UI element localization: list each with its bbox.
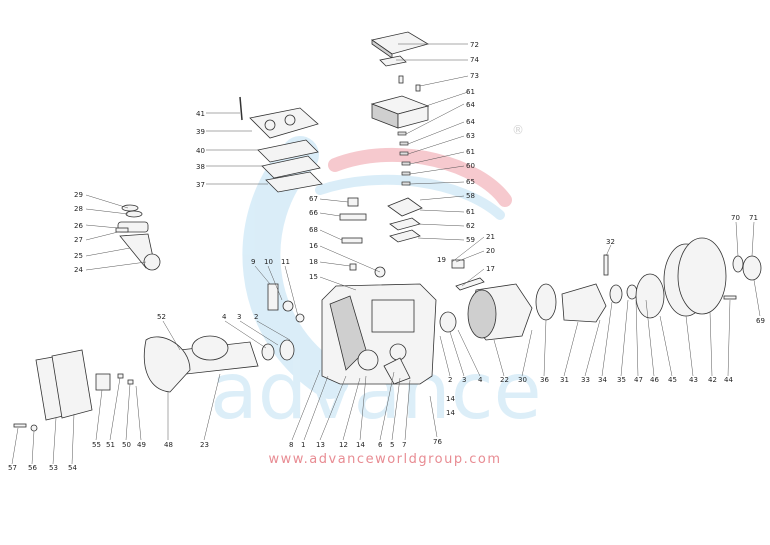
callout-43: 43 <box>689 376 698 384</box>
callout-5: 5 <box>390 441 394 449</box>
callout-33: 33 <box>581 376 590 384</box>
callout-36: 36 <box>540 376 549 384</box>
motor-parts <box>439 237 737 341</box>
callout-54: 54 <box>68 464 77 472</box>
callout-66: 66 <box>309 209 318 217</box>
callout-7: 7 <box>402 441 406 449</box>
callout-76: 76 <box>433 438 442 446</box>
callout-11: 11 <box>281 258 290 266</box>
callout-67: 67 <box>309 195 318 203</box>
callout-3: 3 <box>237 313 241 321</box>
callout-44: 44 <box>724 376 733 384</box>
callout-17: 17 <box>486 265 495 273</box>
callout-8: 8 <box>289 441 293 449</box>
callout-69: 69 <box>756 317 765 325</box>
callout-52: 52 <box>157 313 166 321</box>
callout-38: 38 <box>196 163 205 171</box>
callout-53: 53 <box>49 464 58 472</box>
callout-35: 35 <box>617 376 626 384</box>
callout-71: 71 <box>749 214 758 222</box>
callout-22: 22 <box>500 376 509 384</box>
callout-46: 46 <box>650 376 659 384</box>
callout-21: 21 <box>486 233 495 241</box>
piston-rod-parts <box>115 204 161 271</box>
callout-15: 15 <box>309 273 318 281</box>
callout-25: 25 <box>74 252 83 260</box>
callout-37: 37 <box>196 181 205 189</box>
callout-45: 45 <box>668 376 677 384</box>
callout-1: 1 <box>301 441 305 449</box>
small-fittings <box>267 197 762 323</box>
callout-72: 72 <box>470 41 479 49</box>
callout-14: 14 <box>356 441 365 449</box>
callout-28: 28 <box>74 205 83 213</box>
callout-40: 40 <box>196 147 205 155</box>
callout-14b: 14 <box>446 395 455 403</box>
callout-16: 16 <box>309 242 318 250</box>
callout-64b: 64 <box>466 118 475 126</box>
callout-4: 4 <box>222 313 227 321</box>
advance-logo-watermark: advance ® <box>210 123 542 437</box>
callout-74: 74 <box>470 56 479 64</box>
callout-61: 61 <box>466 88 475 96</box>
callout-12: 12 <box>339 441 348 449</box>
callout-47: 47 <box>634 376 643 384</box>
registered-mark: ® <box>512 123 524 137</box>
callout-26: 26 <box>74 222 83 230</box>
callout-60: 60 <box>466 162 475 170</box>
callout-65: 65 <box>466 178 475 186</box>
callout-2: 2 <box>254 313 258 321</box>
terminal-box-parts <box>370 31 430 243</box>
callout-23: 23 <box>200 441 209 449</box>
callout-30: 30 <box>518 376 527 384</box>
crankshaft-parts <box>13 335 295 432</box>
callout-61b: 61 <box>466 148 475 156</box>
callout-39: 39 <box>196 128 205 136</box>
callout-19: 19 <box>437 256 446 264</box>
callout-56: 56 <box>28 464 37 472</box>
callout-6: 6 <box>378 441 383 449</box>
callout-73: 73 <box>470 72 479 80</box>
callout-18: 18 <box>309 258 318 266</box>
callout-2b: 2 <box>448 376 452 384</box>
callout-27: 27 <box>74 236 83 244</box>
callout-48: 48 <box>164 441 173 449</box>
callout-49: 49 <box>137 441 146 449</box>
callout-14c: 14 <box>446 409 455 417</box>
callout-labels: 72 74 73 61 64 64 63 61 60 65 58 61 62 5… <box>8 41 765 472</box>
callout-9: 9 <box>251 258 255 266</box>
leader-lines <box>11 43 761 465</box>
callout-34: 34 <box>598 376 607 384</box>
callout-41: 41 <box>196 110 205 118</box>
callout-62: 62 <box>466 222 475 230</box>
crankcase-body <box>321 283 437 385</box>
callout-61c: 61 <box>466 208 475 216</box>
callout-20: 20 <box>486 247 495 255</box>
callout-29: 29 <box>74 191 83 199</box>
callout-55: 55 <box>92 441 101 449</box>
callout-58: 58 <box>466 192 475 200</box>
website-url: www.advanceworldgroup.com <box>268 452 502 467</box>
callout-63: 63 <box>466 132 475 140</box>
cylinder-head-parts <box>239 96 323 193</box>
callout-31: 31 <box>560 376 569 384</box>
callout-51: 51 <box>106 441 115 449</box>
callout-50: 50 <box>122 441 131 449</box>
callout-3b: 3 <box>462 376 466 384</box>
callout-68: 68 <box>309 226 318 234</box>
callout-70: 70 <box>731 214 740 222</box>
callout-13: 13 <box>316 441 325 449</box>
callout-64: 64 <box>466 101 475 109</box>
callout-24: 24 <box>74 266 83 274</box>
callout-57: 57 <box>8 464 17 472</box>
callout-32: 32 <box>606 238 615 246</box>
callout-4b: 4 <box>478 376 483 384</box>
callout-10: 10 <box>264 258 273 266</box>
callout-42: 42 <box>708 376 717 384</box>
callout-59: 59 <box>466 236 475 244</box>
